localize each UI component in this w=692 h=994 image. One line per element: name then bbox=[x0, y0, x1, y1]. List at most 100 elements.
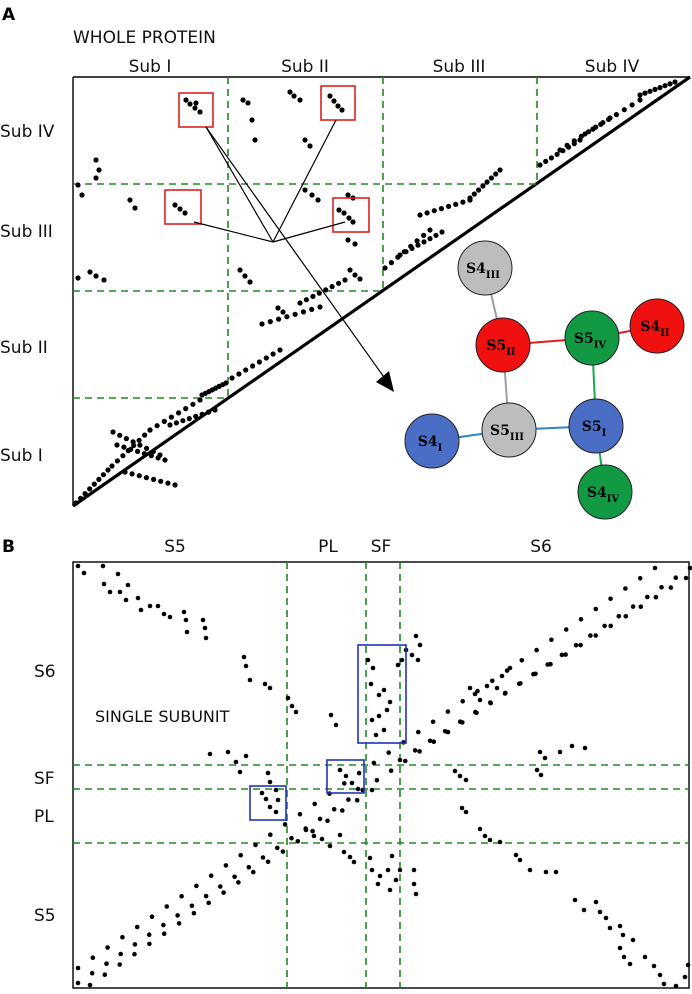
contact-dot bbox=[642, 954, 648, 960]
contact-dot bbox=[123, 436, 129, 442]
contact-dot bbox=[267, 804, 273, 810]
contact-dot bbox=[203, 635, 209, 641]
contact-dot bbox=[630, 604, 636, 609]
node-circle bbox=[457, 240, 513, 296]
contact-dot bbox=[341, 849, 347, 855]
contact-dot bbox=[161, 931, 167, 936]
contact-dot bbox=[453, 201, 459, 207]
node-circle bbox=[481, 402, 537, 458]
contact-dot bbox=[369, 867, 375, 873]
contact-dot bbox=[249, 117, 255, 123]
panel-a-grid bbox=[73, 77, 538, 399]
node-label-subscript: I bbox=[602, 428, 607, 439]
node-label: S4I bbox=[418, 434, 443, 454]
contact-dot bbox=[384, 707, 390, 713]
contact-dot bbox=[349, 780, 355, 786]
contact-dot bbox=[182, 210, 188, 216]
contact-dot bbox=[573, 642, 579, 648]
contact-dot bbox=[161, 611, 167, 617]
contact-dot bbox=[439, 229, 445, 235]
contact-dot bbox=[293, 709, 299, 715]
contact-dot bbox=[87, 982, 93, 988]
contact-dot bbox=[128, 446, 134, 452]
contact-dot bbox=[629, 102, 635, 108]
contact-dot bbox=[186, 416, 192, 422]
contact-dot bbox=[417, 212, 423, 218]
contact-dot bbox=[387, 699, 393, 705]
node-label-subscript: III bbox=[510, 432, 524, 443]
contact-dot bbox=[388, 260, 394, 266]
contact-dot bbox=[513, 852, 519, 858]
contact-dot bbox=[155, 455, 161, 461]
contact-dot bbox=[319, 836, 325, 842]
contact-dot bbox=[578, 617, 584, 622]
contact-dot bbox=[267, 319, 273, 325]
contact-dot bbox=[397, 867, 403, 873]
contact-dot bbox=[452, 768, 458, 774]
contact-dot bbox=[499, 673, 505, 679]
contact-dot bbox=[427, 236, 433, 242]
panel-b-col-sf: SF bbox=[371, 537, 392, 557]
panel-b-highlight-boxes bbox=[249, 644, 407, 821]
contact-dot bbox=[96, 167, 102, 173]
panel-a-letter: A bbox=[2, 5, 16, 25]
contact-dot bbox=[75, 182, 81, 188]
contact-dot bbox=[600, 120, 606, 126]
contact-dot bbox=[403, 249, 409, 255]
contact-dot bbox=[101, 277, 107, 283]
contact-dot bbox=[273, 809, 279, 815]
panel-b-letter: B bbox=[2, 537, 15, 557]
node-circle bbox=[568, 398, 624, 454]
contact-dot bbox=[382, 265, 388, 271]
contact-dot bbox=[446, 203, 452, 209]
network-node-s5-iii: S5III bbox=[481, 402, 537, 458]
contact-dot bbox=[241, 654, 247, 660]
contact-dot bbox=[175, 913, 180, 918]
contact-dot bbox=[616, 614, 622, 619]
highlight-box bbox=[178, 92, 214, 128]
contact-dot bbox=[79, 192, 85, 198]
contact-dot bbox=[659, 585, 664, 590]
node-label: S5III bbox=[490, 423, 524, 443]
network-edges bbox=[431, 267, 658, 493]
panel-b-grid bbox=[73, 562, 689, 988]
contact-dot bbox=[309, 192, 315, 198]
contact-dot bbox=[673, 575, 679, 580]
contact-dot bbox=[176, 921, 182, 926]
contact-dot bbox=[268, 832, 273, 837]
contact-dot bbox=[593, 899, 599, 905]
contact-dot bbox=[221, 890, 226, 895]
panel-a-diagonal bbox=[72, 75, 691, 508]
contact-dot bbox=[476, 187, 482, 193]
contact-dot bbox=[167, 422, 173, 428]
contact-dot bbox=[415, 657, 421, 663]
contact-dot bbox=[109, 463, 115, 469]
contact-dot bbox=[310, 293, 316, 299]
contact-dot bbox=[413, 633, 419, 639]
contact-dot bbox=[110, 429, 116, 435]
contact-dot bbox=[181, 609, 187, 615]
contact-dot bbox=[662, 83, 668, 89]
contact-dot bbox=[417, 749, 422, 754]
contact-dot bbox=[263, 355, 269, 361]
contact-dot bbox=[260, 855, 266, 860]
node-label-subscript: I bbox=[438, 443, 443, 454]
node-label-base: S4 bbox=[466, 261, 486, 277]
contact-dot bbox=[537, 749, 543, 755]
contact-dot bbox=[424, 210, 430, 216]
contact-dot bbox=[581, 907, 587, 913]
node-label-subscript: II bbox=[660, 328, 670, 339]
network-node-s5-iv: S5IV bbox=[564, 310, 620, 366]
contact-dot bbox=[218, 884, 223, 889]
contact-dot bbox=[93, 175, 99, 181]
contact-dot bbox=[212, 407, 218, 413]
contact-dot bbox=[413, 891, 419, 897]
contact-dot bbox=[457, 773, 463, 779]
contact-dot bbox=[200, 617, 206, 623]
contact-dot bbox=[431, 208, 437, 214]
contact-dot bbox=[607, 925, 613, 931]
contact-dot bbox=[411, 881, 417, 887]
contact-dot bbox=[176, 410, 182, 416]
contact-dot bbox=[342, 277, 348, 283]
